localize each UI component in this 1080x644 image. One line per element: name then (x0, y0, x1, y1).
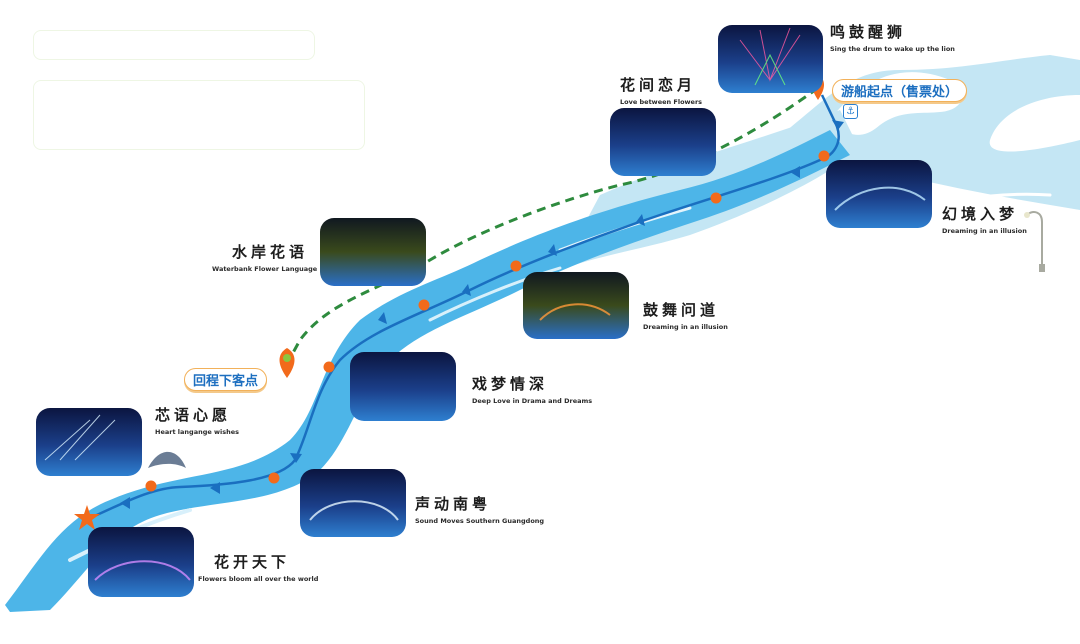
attraction-label: 声动南粤 Sound Moves Southern Guangdong (415, 493, 544, 525)
stop-dot (268, 472, 280, 484)
attraction-name-en: Sound Moves Southern Guangdong (415, 517, 545, 525)
route-arrow (548, 244, 557, 256)
street-lamp-icon (1024, 211, 1045, 272)
blank-frame-bottom (33, 80, 365, 150)
attraction-label: 花间恋月 Love between Flowers (620, 74, 702, 106)
attraction-label: 水岸花语 Waterbank Flower Language (212, 241, 317, 273)
route-arrow (210, 482, 220, 494)
stop-dot (418, 299, 430, 311)
start-point-label[interactable]: 游船起点（售票处） (832, 79, 968, 102)
route-arrow (378, 312, 387, 324)
attraction-name-zh: 声动南粤 (415, 495, 492, 513)
river-highlight (958, 192, 1052, 202)
whale-fin-icon (148, 451, 186, 468)
photo-love-flowers (610, 108, 716, 176)
attraction-name-zh: 花间恋月 (620, 76, 697, 94)
photo-drum-dance (523, 272, 629, 339)
return-dropoff-label[interactable]: 回程下客点 (184, 368, 268, 391)
attraction-label: 幻境入梦 Dreaming in an illusion (942, 203, 1027, 235)
photo-heart-wishes (36, 408, 142, 476)
route-arrow (790, 166, 800, 178)
attraction-name-zh: 花开天下 (214, 553, 291, 571)
attraction-name-zh: 鼓舞问道 (643, 301, 720, 319)
route-arrow (290, 453, 302, 463)
attraction-name-en: Love between Flowers (620, 98, 703, 106)
anchor-icon: ⚓ (843, 104, 858, 119)
stop-dot (818, 150, 830, 162)
attraction-label: 戏梦情深 Deep Love in Drama and Dreams (472, 373, 592, 405)
location-pin-icon (279, 348, 295, 378)
boat-route (89, 94, 840, 520)
stop-dot (510, 260, 522, 272)
route-arrows (120, 120, 844, 509)
attraction-label: 鼓舞问道 Dreaming in an illusion (643, 299, 728, 331)
stop-dot (710, 192, 722, 204)
attraction-name-en: Heart langange wishes (155, 428, 240, 436)
attraction-name-en: Dreaming in an illusion (643, 323, 728, 331)
attraction-label: 鸣鼓醒狮 Sing the drum to wake up the lion (830, 21, 955, 53)
attraction-label: 花开天下 Flowers bloom all over the world (198, 551, 318, 583)
attraction-label: 芯语心愿 Heart langange wishes (155, 404, 239, 436)
attraction-name-en: Waterbank Flower Language (212, 265, 318, 273)
star-icon (74, 505, 100, 530)
attraction-name-zh: 鸣鼓醒狮 (830, 23, 907, 41)
attraction-name-zh: 幻境入梦 (942, 205, 1019, 223)
photo-sound-guangdong (300, 469, 406, 537)
attraction-name-zh: 芯语心愿 (155, 406, 232, 424)
route-arrow (636, 214, 645, 226)
attraction-name-zh: 水岸花语 (232, 243, 309, 261)
attraction-name-en: Flowers bloom all over the world (198, 575, 319, 583)
photo-drama-dreams (350, 352, 456, 421)
attraction-name-zh: 戏梦情深 (472, 375, 549, 393)
stop-dots (145, 150, 830, 492)
stop-dot (145, 480, 157, 492)
stop-dot (323, 361, 335, 373)
route-arrow (120, 497, 130, 509)
photo-dream-illusion (826, 160, 932, 228)
attraction-name-en: Deep Love in Drama and Dreams (472, 397, 593, 405)
blank-frame-top (33, 30, 315, 60)
photo-lion-drum (718, 25, 823, 93)
return-route (286, 86, 819, 363)
attraction-name-en: Dreaming in an illusion (942, 227, 1027, 235)
photo-waterbank (320, 218, 426, 286)
route-arrow (462, 284, 471, 296)
attraction-name-en: Sing the drum to wake up the lion (830, 45, 955, 53)
route-arrow (832, 120, 844, 130)
